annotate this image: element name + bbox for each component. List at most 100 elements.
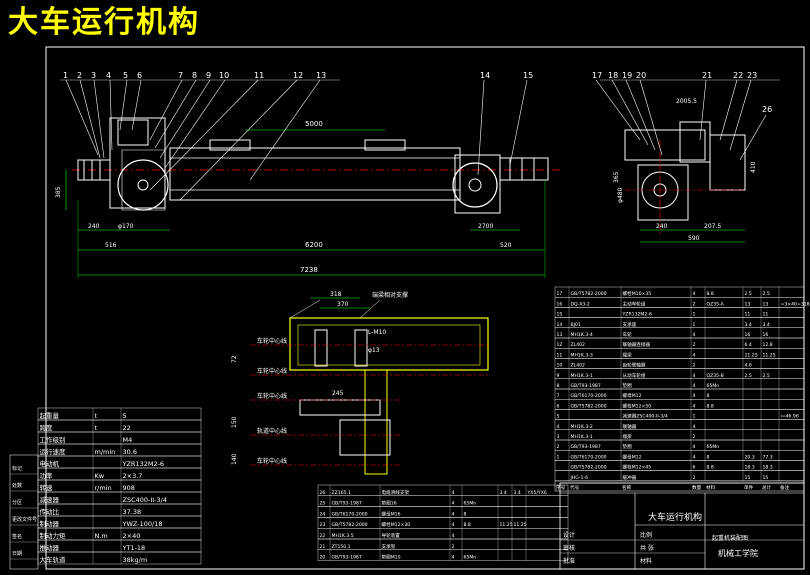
bom-lower-cell: 26 bbox=[320, 490, 326, 496]
dim-370: 370 bbox=[337, 301, 349, 308]
param-cell: 5 bbox=[123, 412, 127, 420]
dim-150: 150 bbox=[231, 416, 238, 428]
bom-upper-cell: 4 bbox=[693, 373, 696, 379]
bom-lower-cell: 垫圈16 bbox=[382, 500, 397, 507]
bom-upper-cell: 4 bbox=[693, 332, 696, 338]
balloon-13: 13 bbox=[316, 71, 326, 80]
bom-lower-cell: 4 bbox=[452, 511, 455, 517]
revision-label: 签名 bbox=[12, 533, 22, 540]
bom-upper-cell: 10 bbox=[557, 363, 563, 369]
bom-lower-cell: ZT150.1 bbox=[332, 544, 351, 550]
bom-upper-cell: 12.8 bbox=[763, 342, 773, 348]
bom-upper-cell: 2 bbox=[693, 434, 696, 440]
bom-lower-cell: 24 bbox=[320, 511, 326, 517]
title-block: 大车运行机构 起重机装配图 机械工学院 设计 审核 批准 比例 共 张 材料 bbox=[559, 482, 805, 570]
balloon-20: 20 bbox=[636, 71, 646, 80]
bom-lower-cell: 螺栓M12×30 bbox=[382, 521, 411, 528]
bom-upper-cell: 15 bbox=[745, 475, 751, 481]
bom-upper-cell: 3.4 bbox=[763, 322, 770, 328]
bom-upper-cell: QZ35-A bbox=[707, 301, 725, 307]
bom-upper-cell: JHG-1-6 bbox=[570, 475, 589, 481]
dim-245: 245 bbox=[332, 390, 344, 397]
bom-lower-cell: 支承架 bbox=[382, 543, 396, 550]
bom-header-cell: 备注 bbox=[780, 484, 790, 491]
bom-header-cell: 代号 bbox=[570, 484, 580, 491]
bom-header-cell: 材料 bbox=[706, 484, 716, 491]
bom-upper-cell: MH1K.3-1 bbox=[571, 434, 593, 440]
param-cell: M4 bbox=[123, 436, 133, 444]
bom-upper-cell: GB/T6170-2000 bbox=[571, 393, 607, 399]
param-cell: 运行速度 bbox=[40, 447, 67, 456]
bom-upper-cell: 1 bbox=[693, 322, 696, 328]
bom-lower-cell: GB/T6170-2000 bbox=[332, 511, 368, 517]
bom-upper-cell: 13 bbox=[745, 301, 751, 307]
bom-lower-cell: 垫圈M10 bbox=[382, 554, 401, 561]
bom-upper-cell: 6.4 bbox=[745, 342, 752, 348]
param-cell: 传动比 bbox=[40, 507, 60, 516]
bom-upper-cell: 2.5 bbox=[745, 373, 752, 379]
bom-lower-cell: 4 bbox=[452, 501, 455, 507]
param-cell: 推动器 bbox=[40, 543, 60, 552]
bom-upper-cell: 12 bbox=[557, 342, 563, 348]
balloon-5: 5 bbox=[123, 71, 128, 80]
bom-upper-row bbox=[554, 409, 805, 420]
bom-upper-cell: 65Mn bbox=[707, 444, 720, 450]
bom-lower-cell: 2 bbox=[452, 544, 455, 550]
bom-lower-cell: 3.4 bbox=[514, 490, 521, 496]
param-cell: m/min bbox=[95, 448, 116, 456]
bom-lower-cell: 21 bbox=[320, 544, 326, 550]
param-row bbox=[37, 455, 202, 469]
bom-upper-cell: 11.25 bbox=[763, 352, 776, 358]
bom-upper-cell: 4 bbox=[693, 383, 696, 389]
dim-385: 385 bbox=[55, 186, 62, 198]
title-block-design: 设计 bbox=[563, 531, 575, 539]
bom-upper-cell: 18.3 bbox=[745, 465, 755, 471]
balloon-14: 14 bbox=[480, 71, 490, 80]
bom-upper-cell: 11.25 bbox=[745, 352, 758, 358]
bom-upper-cell: 17 bbox=[557, 291, 563, 297]
balloon-9: 9 bbox=[206, 71, 211, 80]
bom-lower-cell: 8 bbox=[464, 511, 467, 517]
bom-upper-cell: 16 bbox=[557, 301, 563, 307]
section-label-4: 轨道中心线 bbox=[257, 427, 287, 435]
bom-upper-cell: 端梁 bbox=[623, 433, 633, 440]
param-cell: 起重量 bbox=[40, 412, 60, 420]
bom-lower-cell: 11.25 bbox=[500, 522, 513, 528]
bom-upper-cell: 8.8 bbox=[707, 291, 714, 297]
bom-lower-cell: 20 bbox=[320, 555, 326, 561]
bom-upper-cell: 2 bbox=[693, 342, 696, 348]
dim-520: 520 bbox=[500, 242, 512, 249]
bom-upper-cell: ZL402 bbox=[571, 342, 586, 348]
bom-upper-cell: 13 bbox=[557, 332, 563, 338]
bom-upper-cell: 5 bbox=[557, 414, 560, 420]
title-block-name: 大车运行机构 bbox=[648, 511, 702, 523]
param-cell: 减速器 bbox=[40, 495, 60, 504]
param-cell: YT1-18 bbox=[122, 544, 146, 552]
param-cell: 30.6 bbox=[123, 448, 137, 456]
param-row bbox=[37, 407, 202, 421]
bom-upper-cell: =3×40=3180 bbox=[781, 301, 810, 307]
bom-upper-cell: 减速器ZSC400-II-3/4 bbox=[623, 413, 668, 420]
dim-207: 207.5 bbox=[704, 223, 721, 230]
bom-lower-cell: 4 bbox=[452, 522, 455, 528]
bom-lower-cell: 螺母M16 bbox=[382, 510, 401, 517]
bom-upper-cell: 3.4 bbox=[745, 322, 752, 328]
title-block-sheet: 共 张 bbox=[640, 544, 654, 552]
param-cell: YWZ-100/18 bbox=[122, 520, 163, 528]
balloon-4: 4 bbox=[106, 71, 111, 80]
revision-label: 日期 bbox=[12, 551, 22, 557]
title-block-approve: 批准 bbox=[563, 557, 575, 565]
bom-upper-cell: 主动车轮组 bbox=[623, 300, 646, 307]
bom-upper-cell: GB/T93-1987 bbox=[571, 444, 601, 450]
dim-590: 590 bbox=[688, 235, 700, 242]
balloon-3: 3 bbox=[91, 71, 96, 80]
bom-header-cell: 名称 bbox=[622, 484, 632, 491]
bom-upper-cell: 垫圈 bbox=[623, 443, 633, 450]
bom-header-cell: 数量 bbox=[692, 484, 702, 491]
bom-upper-cell: 77.3 bbox=[763, 454, 773, 460]
bom-header-cell: 单件 bbox=[744, 484, 754, 491]
balloon-6: 6 bbox=[137, 71, 142, 80]
top-view: 5000 1 bbox=[55, 71, 560, 278]
bom-lower-cell: 65Mn bbox=[464, 501, 477, 507]
bom-upper-cell: GB/T5782-2000 bbox=[571, 465, 607, 471]
